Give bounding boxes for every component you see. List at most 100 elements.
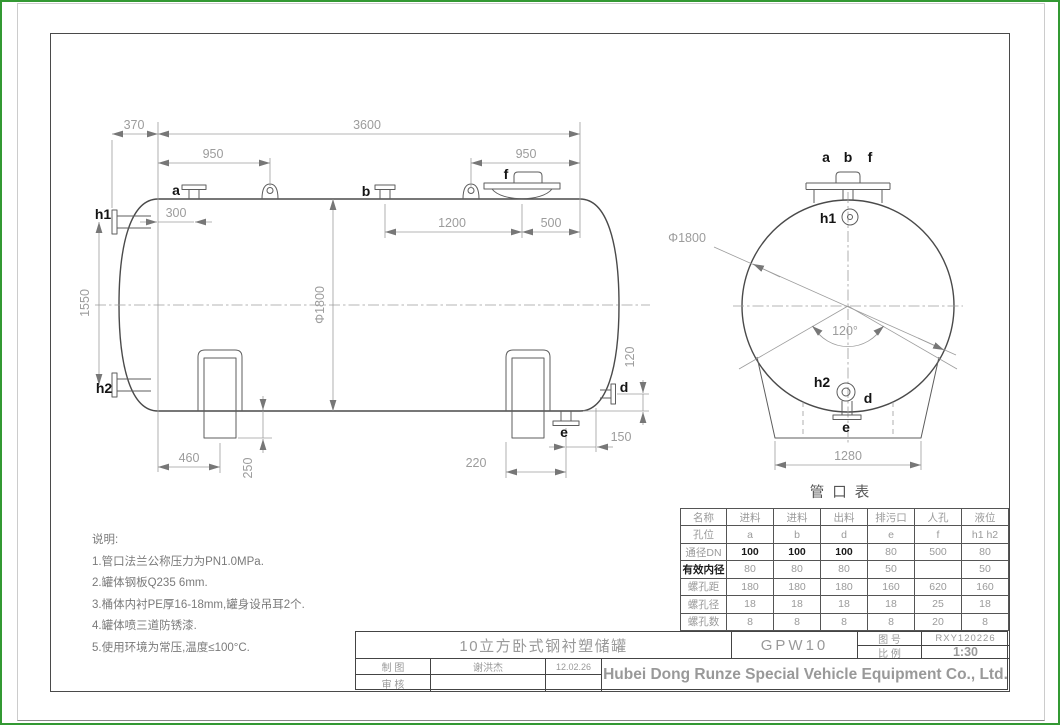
lifting-lug-left-hole — [266, 187, 274, 194]
cell: 180 — [726, 577, 774, 597]
label-h1: h1 — [95, 206, 112, 222]
cell: 500 — [914, 542, 962, 562]
label-b: b — [362, 183, 371, 199]
company-name: Hubei Dong Runze Special Vehicle Equipme… — [603, 666, 1008, 683]
label-d-end: d — [864, 390, 873, 406]
cell: 8 — [726, 612, 774, 632]
cell: 160 — [961, 577, 1009, 597]
cell: 8 — [867, 612, 915, 632]
col-header: 进料 — [773, 507, 821, 527]
cell: f — [914, 525, 962, 544]
row-label: 螺孔径 — [680, 595, 727, 614]
leg-left — [203, 357, 237, 439]
cell: 50 — [961, 560, 1009, 579]
manhole-f — [483, 182, 561, 190]
cell: 18 — [961, 595, 1009, 614]
label-h2-end: h2 — [814, 374, 831, 390]
dim-370: 370 — [124, 118, 145, 132]
table-row: 螺孔数 8 8 8 8 20 8 — [680, 612, 1009, 632]
label-h2: h2 — [96, 380, 113, 396]
cell: 80 — [726, 560, 774, 579]
note-item: 5.使用环境为常压,温度≤100°C. — [92, 641, 250, 654]
col-header: 排污口 — [867, 507, 915, 527]
cell: 20 — [914, 612, 962, 632]
dim-3600: 3600 — [353, 118, 381, 132]
leg-right-saddle — [505, 349, 551, 411]
notes-block: 说明: 1.管口法兰公称压力为PN1.0MPa. 2.罐体钢板Q235 6mm.… — [92, 530, 392, 659]
cell: 25 — [914, 595, 962, 614]
paper-edge — [17, 3, 1045, 721]
note-item: 3.桶体内衬PE厚16-18mm,罐身设吊耳2个. — [92, 598, 305, 611]
row-label: 螺孔距 — [680, 577, 727, 597]
cell: 80 — [820, 560, 868, 579]
dim-500: 500 — [541, 216, 562, 230]
row-label: 通径DN — [680, 542, 727, 562]
scale-value: 1:30 — [922, 646, 1009, 659]
manhole-f-handle — [513, 171, 543, 183]
drawing-no-label: 图 号 — [858, 632, 922, 646]
dim-diameter-end: Φ1800 — [668, 231, 706, 245]
label-e: e — [560, 424, 568, 440]
cell: 160 — [867, 577, 915, 597]
table-row: 有效内径 80 80 80 50 50 — [680, 560, 1009, 579]
cell: 80 — [961, 542, 1009, 562]
cell: 18 — [867, 595, 915, 614]
cell: 18 — [726, 595, 774, 614]
port-h2-d — [836, 382, 856, 402]
drawing-frame — [50, 33, 1010, 692]
lifting-lug-left — [261, 183, 279, 200]
label-f: f — [504, 166, 509, 182]
dim-220: 220 — [466, 456, 487, 470]
dim-diameter-side: Φ1800 — [313, 286, 327, 324]
dim-1550: 1550 — [78, 289, 92, 317]
row-label: 有效内径 — [680, 560, 727, 579]
manhole-f-cover — [491, 188, 553, 200]
nozzle-table: 名称 进料 进料 出料 排污口 人孔 液位 孔位 a b d e f h1 h2… — [680, 507, 1009, 632]
nozzle-table-title: 管 口 表 — [809, 485, 872, 501]
cell: 100 — [773, 542, 821, 562]
model-code: GPW10 — [732, 632, 858, 659]
checked-by — [431, 675, 546, 691]
lifting-lug-right-hole — [467, 187, 475, 194]
scale-label: 比 例 — [858, 646, 922, 659]
label-a-end: a — [822, 149, 830, 165]
checked-date — [546, 675, 602, 691]
cell — [914, 560, 962, 579]
cell: e — [867, 525, 915, 544]
dim-300: 300 — [166, 206, 187, 220]
cell: 80 — [867, 542, 915, 562]
label-b-end: b — [844, 149, 853, 165]
table-row: 螺孔距 180 180 180 160 620 160 — [680, 577, 1009, 597]
checked-label: 审 核 — [356, 675, 431, 691]
cell: 18 — [820, 595, 868, 614]
note-item: 2.罐体钢板Q235 6mm. — [92, 577, 208, 589]
draft-date: 12.02.26 — [546, 659, 602, 675]
label-h1-end: h1 — [820, 210, 837, 226]
nozzle-a — [181, 184, 207, 190]
cell: 180 — [773, 577, 821, 597]
row-label: 孔位 — [680, 525, 727, 544]
table-row: 螺孔径 18 18 18 18 25 18 — [680, 595, 1009, 614]
saddle-base — [756, 356, 940, 439]
table-header-row: 名称 进料 进料 出料 排污口 人孔 液位 — [680, 507, 1009, 527]
cell: 50 — [867, 560, 915, 579]
cell: d — [820, 525, 868, 544]
port-h1 — [841, 208, 859, 226]
title-block: 10立方卧式钢衬塑储罐 GPW10 图 号 RXY120226 比 例 1:30… — [355, 631, 1009, 691]
nozzle-d — [610, 383, 616, 405]
drafted-by: 谢洪杰 — [431, 659, 546, 675]
label-a: a — [172, 182, 180, 198]
label-d: d — [620, 379, 629, 395]
col-header: 名称 — [680, 507, 727, 527]
cell: h1 h2 — [961, 525, 1009, 544]
note-item: 4.罐体喷三道防锈漆. — [92, 620, 197, 632]
col-header: 出料 — [820, 507, 868, 527]
cell: 8 — [961, 612, 1009, 632]
cell: 100 — [726, 542, 774, 562]
cell: 80 — [773, 560, 821, 579]
leg-left-saddle — [197, 349, 243, 411]
nozzle-b — [374, 184, 396, 190]
cell: 18 — [773, 595, 821, 614]
drafted-label: 制 图 — [356, 659, 431, 675]
